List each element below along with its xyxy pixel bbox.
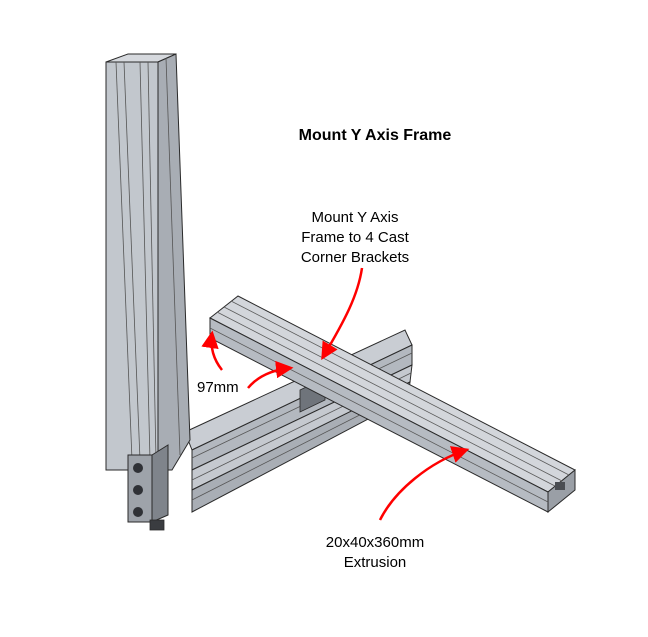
extrusion-callout-line: 20x40x360mm [325,534,425,551]
extrusion-callout-label: 20x40x360mm Extrusion [300,533,450,573]
bolt-icon [133,507,143,517]
bolt-icon [133,463,143,473]
mount-callout-line: Frame to 4 Cast [301,229,409,246]
mount-callout-label: Mount Y Axis Frame to 4 Cast Corner Brac… [270,208,440,268]
mount-callout-line: Mount Y Axis [311,209,399,226]
extrusion-callout-line: Extrusion [343,554,407,571]
dimension-arrow-right [247,360,294,389]
vertical-post-extrusion [105,53,191,471]
dimension-arrow-left [201,330,223,371]
page-title: Mount Y Axis Frame [298,127,452,144]
extrusion-arrow [378,446,470,521]
corner-bracket [127,444,169,531]
mount-arrow [321,267,364,361]
dimension-label: 97mm [197,379,239,396]
mount-callout-line: Corner Brackets [300,249,410,266]
y-axis-long-extrusion [209,295,576,514]
callout-arrows [201,267,470,521]
bolt-icon [133,485,143,495]
